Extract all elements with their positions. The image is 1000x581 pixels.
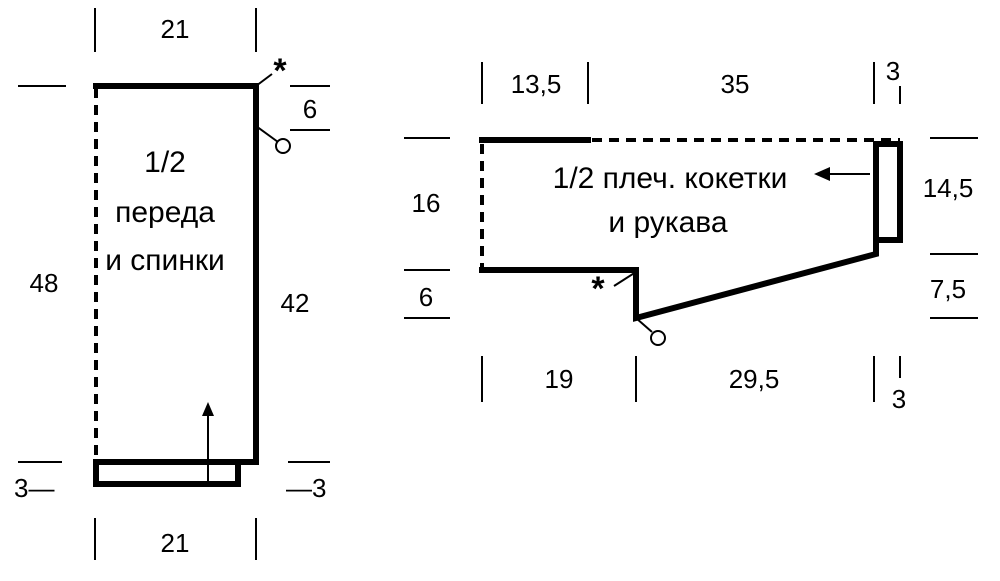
- left-pattern-schematic: 21 * 6 1/2 переда и спинки 48 42 3— —3: [14, 8, 330, 560]
- star-leader-line: [255, 73, 273, 87]
- star-marker: *: [591, 270, 605, 308]
- hem-band-outline: [93, 463, 241, 487]
- bottom-middle-width-label: 29,5: [729, 364, 780, 394]
- left-title-line-2: переда: [115, 196, 215, 229]
- top-left-width-label: 13,5: [511, 69, 562, 99]
- star-marker: *: [273, 52, 287, 90]
- circle-leader-line: [255, 125, 279, 143]
- left-arrow-icon: [814, 167, 830, 181]
- left-title-line-1: 1/2: [144, 146, 186, 179]
- left-title-line-3: и спинки: [105, 244, 225, 277]
- top-middle-width-label: 35: [721, 69, 750, 99]
- bottom-left-width-label: 19: [545, 364, 574, 394]
- side-height-label: 42: [281, 288, 310, 318]
- circle-leader-line: [635, 317, 653, 333]
- left-step-label: 6: [419, 282, 433, 312]
- total-height-label: 48: [30, 268, 59, 298]
- cuff-band-outline: [877, 141, 903, 243]
- bottom-width-label: 21: [161, 528, 190, 558]
- top-right-width-label: 3: [886, 56, 900, 86]
- bottom-right-width-label: 3: [892, 384, 906, 414]
- hem-right-label: —3: [286, 473, 326, 503]
- circle-marker: [650, 330, 666, 346]
- hem-left-label: 3—: [14, 473, 54, 503]
- knitting-direction-arrow-icon: [202, 402, 214, 416]
- right-lower-height-label: 7,5: [930, 274, 966, 304]
- top-width-label: 21: [161, 14, 190, 44]
- right-title-line-1: 1/2 плеч. кокетки: [553, 162, 788, 195]
- right-title-line-2: и рукава: [608, 206, 728, 239]
- left-height-label: 16: [412, 188, 441, 218]
- right-pattern-schematic: 13,5 35 3 16 6 * 1/2 плеч. кокетки и рук…: [404, 56, 978, 414]
- right-upper-height-label: 14,5: [923, 173, 974, 203]
- front-back-outline: [93, 83, 259, 465]
- star-leader-line: [613, 271, 637, 287]
- circle-marker: [275, 138, 291, 154]
- shoulder-drop-label: 6: [303, 94, 317, 124]
